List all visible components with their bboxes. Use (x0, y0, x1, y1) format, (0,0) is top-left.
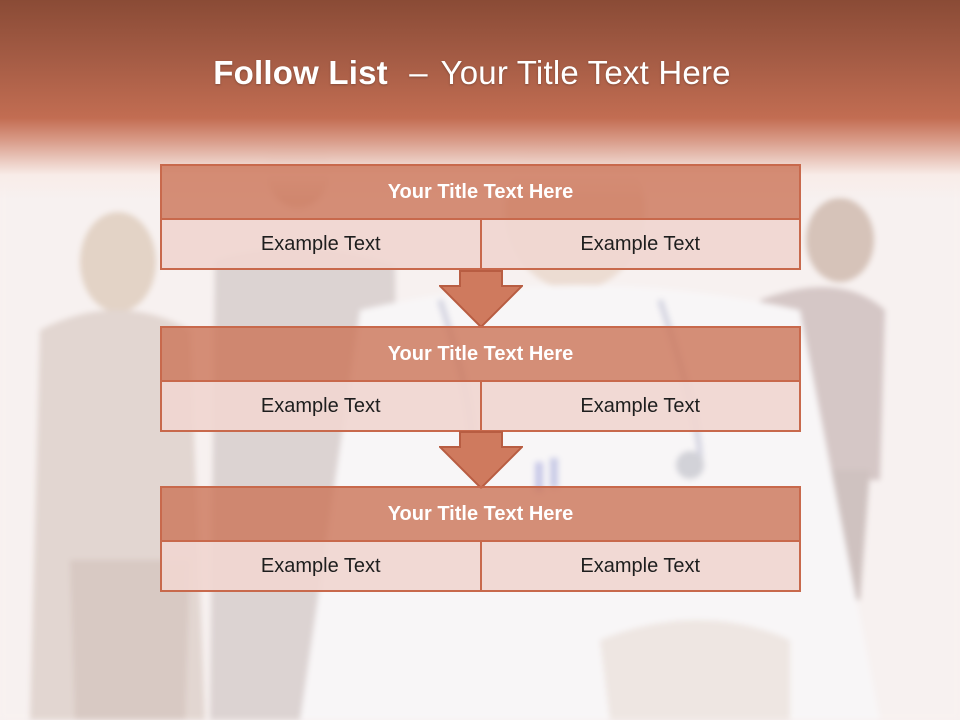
block-row: Example Text Example Text (160, 382, 801, 432)
slide-title-bold: Follow List (213, 54, 388, 91)
block-cell-right: Example Text (481, 382, 801, 432)
list-block-2: Your Title Text Here Example Text Exampl… (160, 326, 801, 432)
block-cell-left: Example Text (160, 220, 482, 270)
block-cell-right: Example Text (481, 220, 801, 270)
down-arrow-icon (439, 270, 523, 328)
block-row: Example Text Example Text (160, 542, 801, 592)
block-title: Your Title Text Here (160, 486, 801, 542)
block-cell-left: Example Text (160, 382, 482, 432)
slide-title: Follow List – Your Title Text Here (0, 54, 944, 92)
block-title: Your Title Text Here (160, 326, 801, 382)
slide-title-rest: Your Title Text Here (440, 54, 731, 91)
slide-title-separator: – (409, 54, 428, 91)
block-cell-left: Example Text (160, 542, 482, 592)
list-block-1: Your Title Text Here Example Text Exampl… (160, 164, 801, 270)
block-title: Your Title Text Here (160, 164, 801, 220)
list-block-3: Your Title Text Here Example Text Exampl… (160, 486, 801, 592)
down-arrow-icon (439, 431, 523, 489)
block-row: Example Text Example Text (160, 220, 801, 270)
block-cell-right: Example Text (481, 542, 801, 592)
